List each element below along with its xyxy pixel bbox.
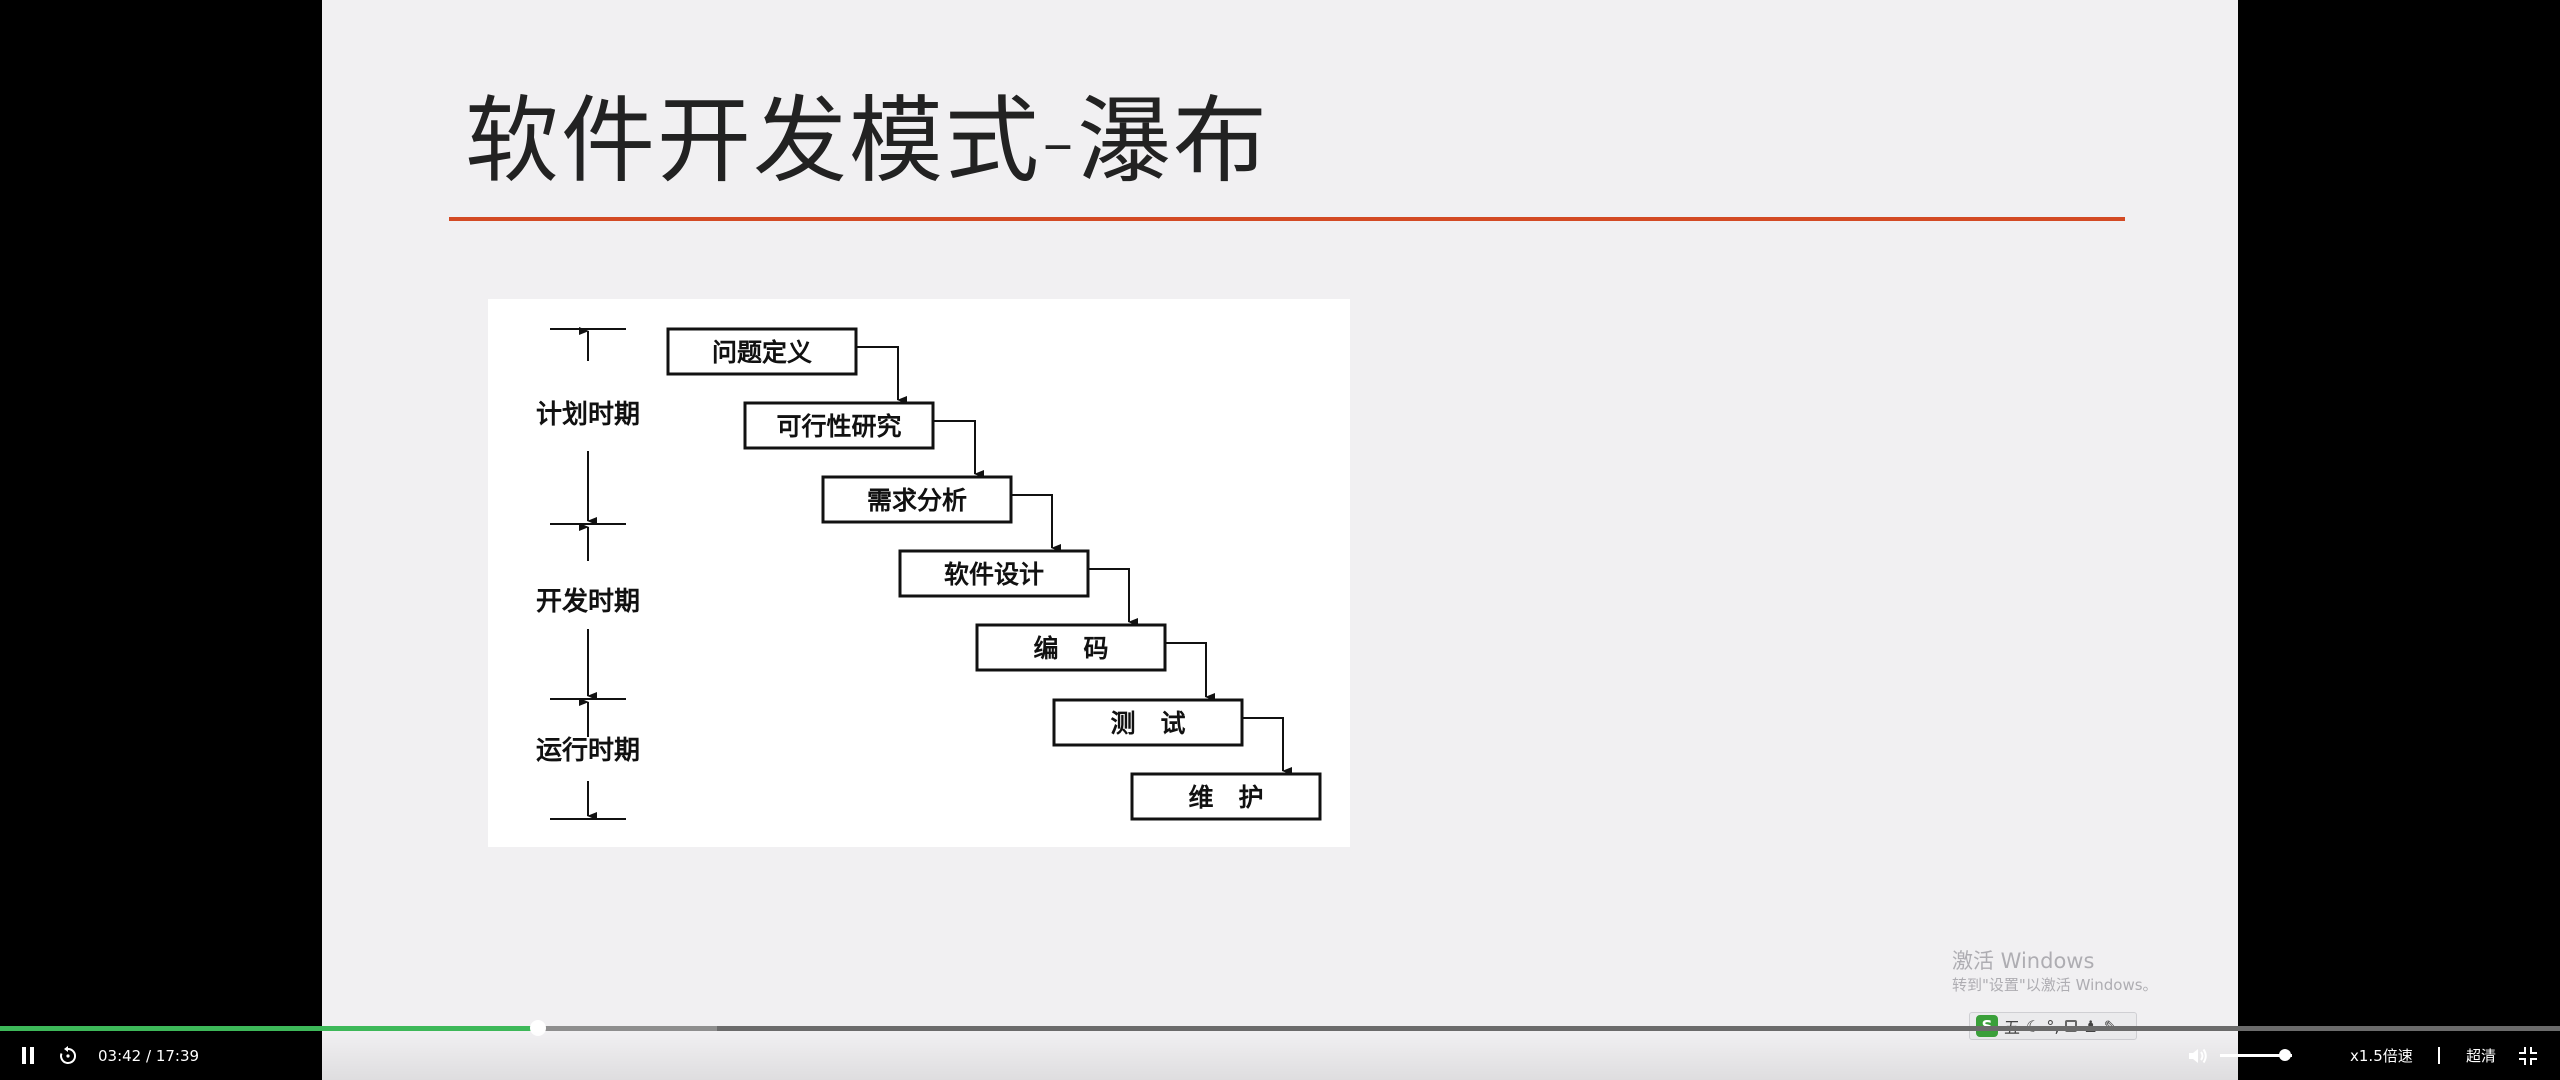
progress-played (0, 1026, 538, 1031)
pause-button[interactable] (16, 1031, 40, 1080)
flow-arrow (1088, 568, 1138, 626)
flow-arrow (1165, 642, 1215, 701)
volume-icon (2189, 1048, 2207, 1063)
activation-watermark-title: 激活 Windows (1952, 949, 2095, 973)
flow-arrow (1242, 717, 1292, 775)
step-label-problem-definition: 问题定义 (712, 338, 812, 367)
replay-button[interactable] (56, 1031, 80, 1080)
progress-handle[interactable] (529, 1020, 546, 1036)
replay-icon (60, 1045, 77, 1064)
control-divider (2438, 1047, 2440, 1064)
step-label-maintenance: 维 护 (1188, 783, 1263, 812)
pause-icon (22, 1047, 26, 1064)
step-label-requirements: 需求分析 (867, 486, 967, 515)
volume-handle[interactable] (2278, 1049, 2291, 1061)
slide: 软件开发模式-瀑布 (322, 0, 2238, 1080)
volume-button[interactable] (2185, 1031, 2211, 1080)
time-display: 03:42 / 17:39 (98, 1046, 200, 1065)
step-box (975, 623, 1167, 672)
step-box (743, 401, 935, 450)
progress-bar[interactable] (0, 1020, 2560, 1036)
flow-arrow (933, 420, 984, 478)
exit-fullscreen-button[interactable] (2516, 1031, 2540, 1080)
step-label-feasibility: 可行性研究 (776, 412, 901, 441)
step-box (666, 327, 858, 376)
phase-label-operation: 运行时期 (536, 735, 640, 766)
volume-slider[interactable] (2220, 1054, 2292, 1057)
phase-label-development: 开发时期 (536, 586, 640, 617)
playback-speed-button[interactable]: x1.5倍速 (2350, 1047, 2413, 1065)
flow-arrow (1011, 494, 1061, 552)
step-box (1130, 772, 1322, 821)
step-box (821, 475, 1013, 524)
quality-button[interactable]: 超清 (2466, 1047, 2497, 1065)
waterfall-diagram: 计划时期 开发时期 运行时期 问题定 (488, 299, 1350, 847)
phase-label-planning: 计划时期 (536, 400, 640, 430)
step-box (898, 549, 1090, 598)
video-controls: 03:42 / 17:39 x1.5倍速 超清 (0, 1031, 2560, 1080)
exit-fullscreen-icon (2519, 1046, 2537, 1065)
flow-arrow (856, 346, 907, 404)
step-label-coding: 编 码 (1033, 634, 1108, 663)
step-box (1052, 698, 1244, 747)
slide-title: 软件开发模式-瀑布 (465, 87, 1269, 196)
title-underline (449, 217, 2125, 221)
step-label-testing: 测 试 (1110, 709, 1185, 738)
activation-watermark-hint: 转到"设置"以激活 Windows。 (1952, 976, 2158, 994)
step-label-design: 软件设计 (944, 560, 1044, 589)
